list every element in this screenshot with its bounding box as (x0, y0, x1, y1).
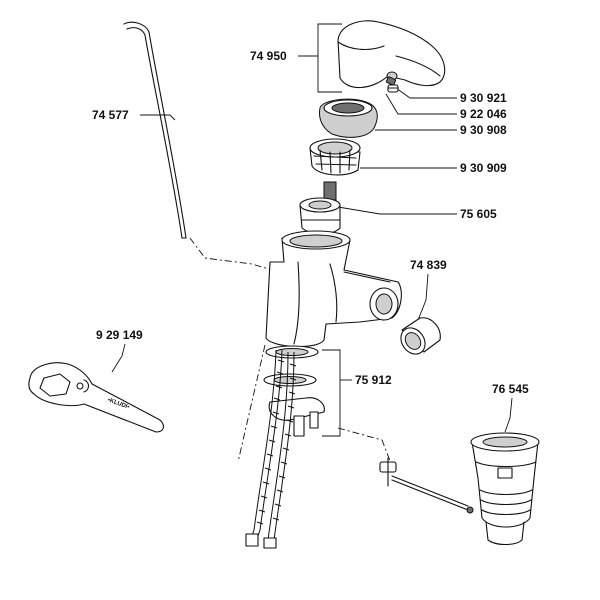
aerator (400, 317, 441, 355)
spanner-leader (111, 343, 126, 373)
waste-valve-leader (504, 397, 513, 433)
rod-path (189, 237, 273, 271)
fixing-set (263, 345, 325, 437)
label-waste-valve: 76 545 (492, 382, 529, 396)
cartridge-spindle (323, 181, 337, 201)
grub-screw-9-30-921 (385, 76, 397, 86)
handle-bracket (317, 23, 342, 93)
link-path (337, 427, 393, 467)
aerator-leader (417, 273, 429, 321)
cartridge-nut (309, 138, 361, 176)
grub-screw-9-22-046 (387, 84, 399, 93)
flex-hoses (245, 349, 297, 549)
body-axis (237, 344, 266, 463)
cover-cap (319, 98, 378, 138)
label-cartridge: 75 605 (460, 207, 497, 221)
label-nut: 9 30 909 (460, 161, 507, 175)
assembly-lines (189, 237, 393, 467)
part-labels: 74 950 9 30 921 9 22 046 9 30 908 9 30 9… (92, 49, 529, 396)
rod-leader (140, 114, 176, 121)
lever-handle (337, 20, 446, 89)
label-cap: 9 30 908 (460, 123, 507, 137)
label-handle: 74 950 (250, 49, 287, 63)
spanner-hex-opening (39, 373, 71, 397)
screw-2-leader (385, 93, 457, 115)
spanner-tool: •KLUDI• (28, 362, 165, 433)
label-spanner: 9 29 149 (96, 328, 143, 342)
waste-valve (470, 432, 540, 546)
screw-1-leader (395, 87, 457, 99)
tap-body (265, 230, 402, 348)
fixing-set-bracket (322, 349, 341, 437)
hose-end-left (245, 533, 259, 547)
leader-lines (111, 23, 513, 437)
label-rod: 74 577 (92, 108, 129, 122)
hose-end-right (263, 537, 277, 549)
linkage (379, 457, 474, 514)
popup-rod (123, 21, 187, 239)
label-aerator: 74 839 (410, 258, 447, 272)
label-fixing-set: 75 912 (355, 373, 392, 387)
cartridge-leader (337, 206, 457, 215)
label-screw-2: 9 22 046 (460, 107, 507, 121)
label-screw-1: 9 30 921 (460, 91, 507, 105)
cartridge (299, 181, 341, 235)
